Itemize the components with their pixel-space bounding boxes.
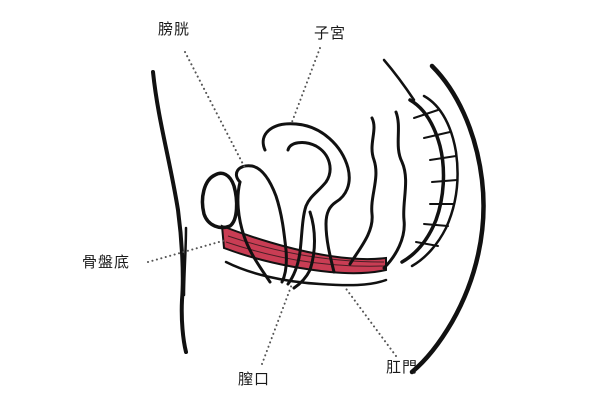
rectum-front [348, 116, 378, 266]
uterus-label: 子宮 [314, 24, 347, 42]
anus-label: 肛門 [386, 358, 419, 376]
bladder-label: 膀胱 [158, 20, 191, 38]
uterus-leader-line [291, 47, 321, 123]
vaginal-opening-label: 膣口 [238, 370, 271, 388]
back-line [409, 63, 486, 375]
vagina [292, 210, 316, 290]
pelvic-floor-leader-line [147, 239, 227, 263]
perineum-line [224, 260, 388, 287]
uterus [261, 122, 351, 274]
abdominal-wall-line [151, 70, 188, 354]
vaginal-opening-leader-line [261, 283, 293, 365]
spine [400, 94, 459, 268]
lower-back-line [382, 58, 416, 102]
bladder-leader-line [184, 51, 246, 169]
uterus-inner [286, 141, 332, 286]
anus-leader-line [343, 285, 397, 357]
bladder [235, 164, 288, 284]
urethra [236, 180, 272, 284]
pelvic-floor-label: 骨盤底 [82, 253, 131, 271]
rectum-back [382, 110, 408, 270]
thigh-line [182, 226, 188, 297]
pubic-bone [200, 171, 239, 230]
pelvic-floor-muscle [220, 224, 387, 275]
